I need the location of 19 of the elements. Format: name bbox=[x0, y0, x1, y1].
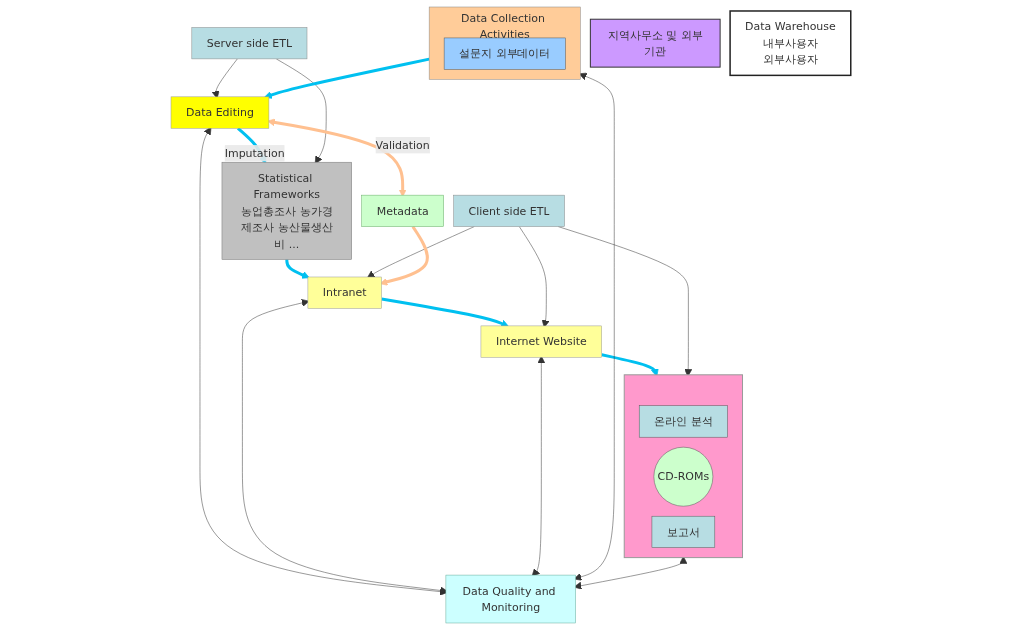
node-box: Server side ETL bbox=[191, 27, 308, 60]
edge-label: Imputation bbox=[224, 147, 285, 160]
node-box: 온라인 분석 bbox=[639, 405, 728, 438]
node-box: Data Warehouse 내부사용자 외부사용자 bbox=[729, 10, 852, 77]
node-box: Intranet bbox=[307, 276, 382, 309]
node-box: 지역사무소 및 외부기관 bbox=[589, 18, 721, 68]
node-box: 보고서 bbox=[651, 515, 716, 548]
node-box: Client side ETL bbox=[453, 194, 565, 227]
node-box: Statistical Frameworks 농업총조사 농가경제조사 농산물생산비 ... bbox=[221, 161, 353, 260]
arrow bbox=[285, 259, 310, 279]
node-box: Data Editing bbox=[170, 96, 270, 129]
node-circle: CD-ROMs bbox=[653, 446, 714, 507]
node-box: Data Quality and Monitoring bbox=[445, 574, 576, 624]
node-box: 설문지 외부데이터 bbox=[444, 37, 566, 70]
node-box: Internet Website bbox=[480, 325, 603, 358]
cluster bbox=[623, 374, 744, 559]
node-box: Metadata bbox=[361, 194, 444, 227]
edge-label: Validation bbox=[375, 139, 430, 152]
arrow bbox=[264, 57, 430, 99]
